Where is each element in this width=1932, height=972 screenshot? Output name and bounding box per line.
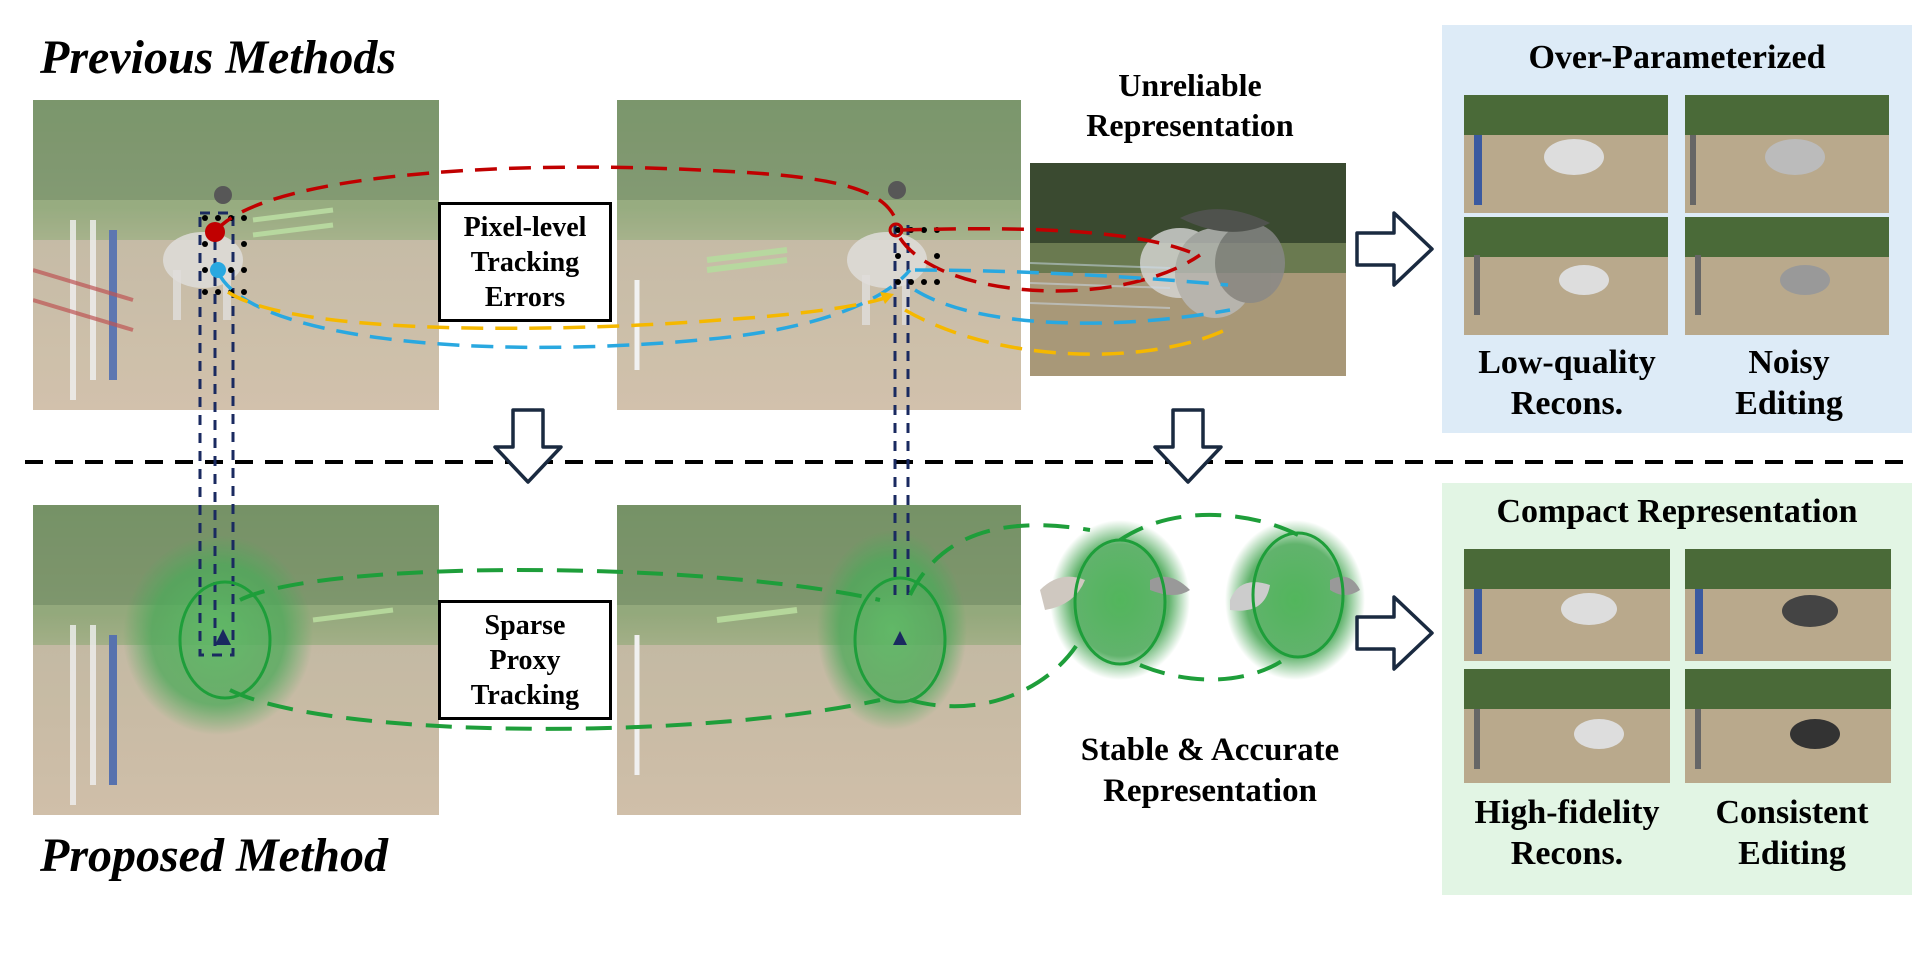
panel-title: Compact Representation: [1496, 493, 1858, 530]
stable-accurate-representation-label: Stable & Accurate Representation: [1030, 730, 1390, 813]
consistent-editing-caption: Consistent Editing: [1680, 793, 1904, 875]
noisy-editing-thumbs: [1685, 95, 1889, 335]
box-line-2: Proxy: [489, 644, 561, 676]
previous-methods-title: Previous Methods: [40, 31, 397, 84]
unreliable-representation-image: [1030, 163, 1346, 376]
label-line-1: Unreliable: [1118, 67, 1262, 103]
low-quality-recons-caption: Low-quality Recons.: [1460, 343, 1674, 425]
label-line-2: Representation: [1103, 773, 1317, 810]
label-line-2: Representation: [1086, 107, 1294, 143]
proposed-frame-2: [617, 505, 1021, 815]
low-quality-recons-thumbs: [1464, 95, 1668, 335]
caption-line-1: Low-quality: [1478, 344, 1656, 381]
noisy-editing-caption: Noisy Editing: [1682, 343, 1896, 425]
caption-line-2: Recons.: [1510, 834, 1624, 872]
box-line-3: Tracking: [470, 679, 580, 711]
pixel-level-tracking-errors-box: Pixel-level Tracking Errors: [438, 202, 612, 322]
high-fidelity-recons-thumbs: [1464, 549, 1670, 783]
caption-line-1: High-fidelity: [1474, 794, 1660, 831]
previous-frame-1: [33, 100, 439, 410]
box-line-1: Sparse: [484, 609, 566, 641]
box-line-1: Pixel-level: [463, 211, 587, 243]
over-parameterized-panel: Over-Parameterized Low-quality Recons. N…: [1442, 25, 1912, 433]
stable-representation-image: [1030, 520, 1370, 690]
unreliable-representation-label: Unreliable Representation: [1040, 65, 1340, 145]
panel-title: Over-Parameterized: [1528, 39, 1826, 76]
previous-frame-2: [617, 100, 1021, 410]
label-line-1: Stable & Accurate: [1080, 732, 1340, 768]
compact-representation-panel: Compact Representation High-fidelity Rec…: [1442, 483, 1912, 895]
high-fidelity-recons-caption: High-fidelity Recons.: [1457, 793, 1677, 875]
caption-line-1: Consistent: [1715, 794, 1869, 831]
consistent-editing-thumbs: [1685, 549, 1891, 783]
proposed-method-title: Proposed Method: [40, 829, 388, 882]
caption-line-2: Editing: [1738, 834, 1846, 872]
box-line-3: Errors: [484, 281, 566, 313]
caption-line-1: Noisy: [1748, 344, 1830, 381]
sparse-proxy-tracking-box: Sparse Proxy Tracking: [438, 600, 612, 720]
caption-line-2: Recons.: [1510, 384, 1624, 422]
box-line-2: Tracking: [470, 246, 580, 278]
caption-line-2: Editing: [1735, 384, 1843, 422]
proposed-frame-1: [33, 505, 439, 815]
